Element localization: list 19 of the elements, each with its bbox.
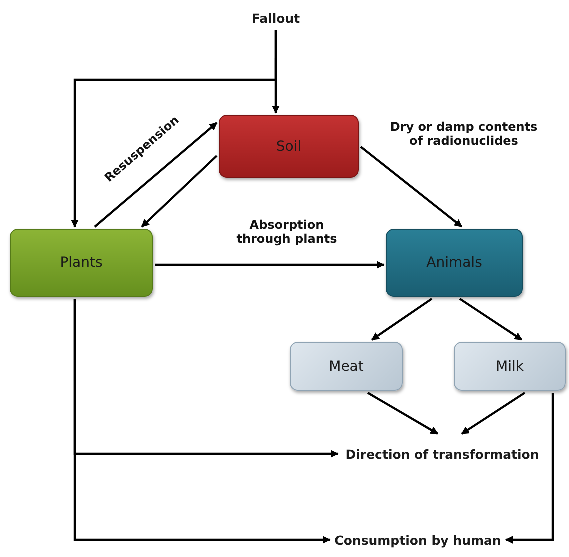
node-label: Consumption by human [332,523,504,557]
node-label: Direction of transformation [340,436,545,472]
arrow [459,298,523,341]
arrow [94,122,218,228]
process-box: Plants [10,229,153,297]
arrow [367,392,439,435]
process-box: Soil [219,115,359,178]
node-label: Fallout [238,8,314,28]
arrow [505,393,554,544]
arrow [71,30,278,228]
process-box: Milk [454,342,566,391]
arrow [155,260,385,269]
arrow [461,392,526,435]
process-box: Animals [386,229,523,297]
arrow [141,155,218,228]
process-box: Meat [290,342,403,391]
arrow [371,298,433,341]
arrow [74,299,331,544]
arrow [360,146,463,228]
